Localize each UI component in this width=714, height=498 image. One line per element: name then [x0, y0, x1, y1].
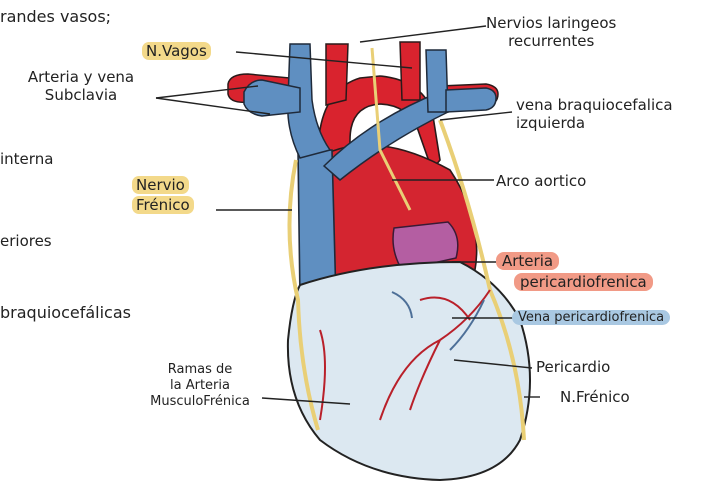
left-internal-jugular-vein — [426, 50, 448, 112]
label-nervios-laringeos-line2: recurrentes — [486, 32, 616, 50]
label-grandes-vasos: randes vasos; — [0, 8, 111, 26]
label-eriores: eriores — [0, 232, 52, 250]
label-n-frenico: N.Frénico — [560, 388, 630, 406]
label-arco-aortico: Arco aortico — [496, 172, 586, 190]
label-arteria-pc-line2: pericardiofrenica — [514, 273, 653, 291]
label-ramas-arteria-musculofrenica: Ramas de la Arteria MusculoFrénica — [130, 362, 270, 410]
label-vena-pc-text: Vena pericardiofrenica — [512, 310, 670, 325]
label-nervio-frenico: Nervio Frénico — [132, 176, 194, 214]
label-n-vagos-text: N.Vagos — [142, 42, 211, 60]
label-arteria-vena-line1: Arteria y vena — [6, 68, 156, 86]
label-arteria-pericardiofrenica: Arteria pericardiofrenica — [496, 252, 653, 291]
label-arteria-vena-line2: Subclavia — [6, 86, 156, 104]
label-nervio-frenico-line2: Frénico — [132, 196, 194, 214]
label-ramas-line2: la Arteria — [130, 378, 270, 394]
label-interna: interna — [0, 150, 53, 168]
left-common-carotid — [400, 42, 420, 100]
label-nervio-frenico-line1: Nervio — [132, 176, 189, 194]
label-nervios-laringeos-line1: Nervios laringeos — [486, 14, 616, 32]
label-vena-pericardiofrenica: Vena pericardiofrenica — [512, 310, 670, 326]
left-subclavian-vein — [446, 88, 496, 112]
label-ramas-line1: Ramas de — [130, 362, 270, 378]
label-pericardio: Pericardio — [536, 358, 610, 376]
label-arteria-vena-subclavia: Arteria y vena Subclavia — [6, 68, 156, 104]
label-vena-braquiocefalica: vena braquiocefalica izquierda — [516, 96, 673, 132]
label-ramas-line3: MusculoFrénica — [130, 394, 270, 410]
label-vena-braquio-line2: izquierda — [516, 114, 673, 132]
label-nervios-laringeos: Nervios laringeos recurrentes — [486, 14, 616, 50]
label-braquiocefalicas: braquiocefálicas — [0, 304, 131, 322]
label-arteria-pc-line1: Arteria — [496, 252, 559, 270]
label-vena-braquio-line1: vena braquiocefalica — [516, 96, 673, 114]
brachiocephalic-trunk — [326, 44, 348, 105]
label-n-vagos: N.Vagos — [142, 42, 211, 60]
